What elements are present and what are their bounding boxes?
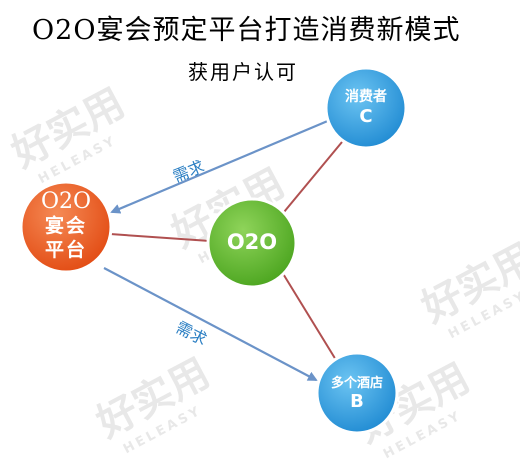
relationship-diagram (19, 66, 408, 435)
arrow-consumer-to-platform (110, 118, 331, 214)
link-platform-center (109, 233, 211, 242)
consumer-node-label: 消费者 C (326, 86, 406, 127)
page-title: O2O宴会预定平台打造消费新模式 (32, 15, 461, 46)
link-center-consumer (283, 141, 343, 213)
platform-node-line3: 平台 (44, 239, 87, 261)
platform-node-label: O2O 宴会 平台 (22, 190, 110, 262)
platform-node-line1: O2O (40, 189, 92, 214)
center-node (206, 197, 298, 289)
hotels-node (315, 351, 399, 435)
hotels-node-line1: 多个酒店 (330, 376, 383, 391)
consumer-node-line1: 消费者 (345, 89, 387, 105)
page-subtitle: 获用户认可 (188, 60, 298, 84)
platform-node-line2: 宴会 (44, 215, 87, 237)
consumer-node (324, 66, 408, 150)
hotels-node-label: 多个酒店 B (317, 372, 397, 412)
center-node-label: O2O (226, 230, 278, 254)
link-center-hotels (281, 271, 337, 361)
platform-node (19, 180, 113, 274)
arrow-platform-to-hotels (103, 267, 318, 381)
consumer-node-line2: C (359, 106, 373, 127)
hotels-node-line2: B (350, 391, 364, 412)
